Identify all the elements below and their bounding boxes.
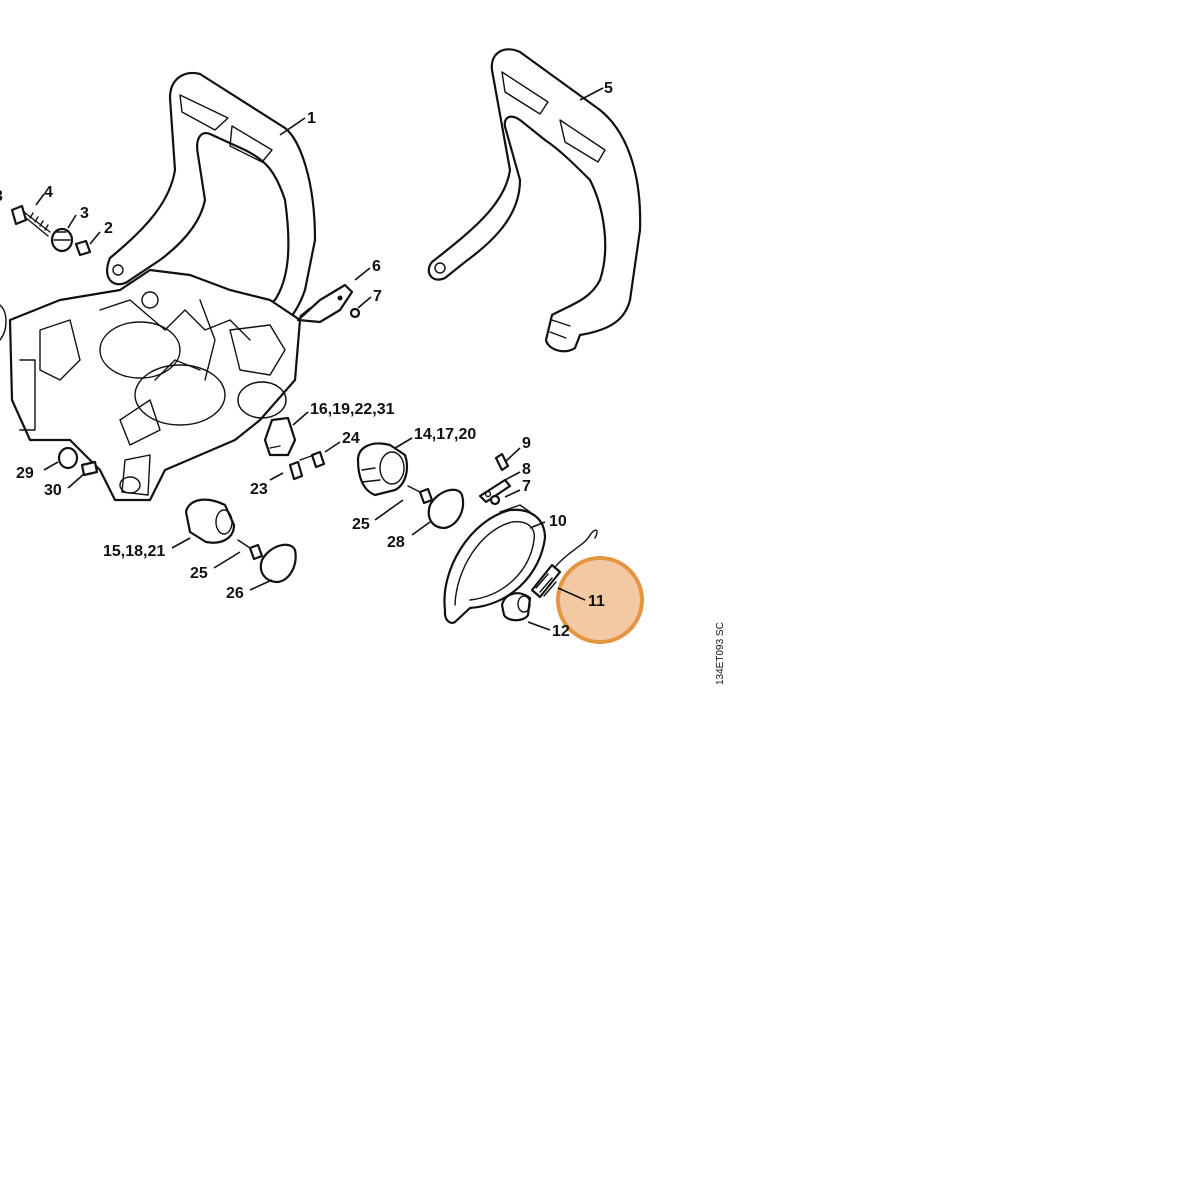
label-7-bottom: 7 bbox=[522, 478, 531, 495]
part-24-screw bbox=[299, 450, 326, 469]
label-9: 9 bbox=[522, 435, 531, 452]
label-1: 1 bbox=[307, 110, 316, 127]
part-26-cap bbox=[259, 543, 297, 584]
label-6: 6 bbox=[372, 258, 381, 275]
part-15-buffer bbox=[184, 498, 236, 544]
part-2-nut bbox=[74, 239, 92, 257]
label-2: 2 bbox=[104, 220, 113, 237]
leader-lines bbox=[35, 87, 604, 631]
label-24: 24 bbox=[342, 430, 360, 447]
hand-guard-rear bbox=[427, 48, 642, 353]
label-26: 26 bbox=[226, 585, 244, 602]
part-8-lever bbox=[478, 478, 512, 504]
label-16-19-22-31: 16,19,22,31 bbox=[310, 401, 395, 418]
part-labels: 1 5 6 7 3 4 3 2 16,19,22,31 24 14,17,20 … bbox=[0, 80, 726, 685]
part-9-spring bbox=[494, 452, 510, 472]
part-25-screw-left bbox=[237, 539, 264, 561]
part-7-washer bbox=[489, 494, 501, 506]
part-29-bushing bbox=[57, 446, 79, 470]
label-25-center: 25 bbox=[352, 516, 370, 533]
label-10: 10 bbox=[549, 513, 567, 530]
part-28-cap bbox=[427, 488, 465, 530]
label-8: 8 bbox=[522, 461, 531, 478]
part-23-screw bbox=[288, 460, 304, 481]
part-10-brake-band bbox=[443, 504, 547, 624]
part-12-sleeve bbox=[500, 592, 532, 622]
label-28: 28 bbox=[387, 534, 405, 551]
part-30-screw bbox=[80, 460, 99, 477]
label-11: 11 bbox=[588, 593, 605, 610]
part-7-clip-top bbox=[349, 307, 361, 319]
label-14-17-20: 14,17,20 bbox=[414, 426, 476, 443]
label-15-18-21: 15,18,21 bbox=[103, 543, 165, 560]
part-4-screw bbox=[10, 204, 51, 237]
part-11-spring bbox=[530, 529, 598, 599]
label-5: 5 bbox=[604, 80, 613, 97]
label-12: 12 bbox=[552, 623, 570, 640]
drawing-code: 134ET093 SC bbox=[715, 622, 726, 685]
label-3-cut: 3 bbox=[0, 188, 3, 205]
crankcase-housing bbox=[0, 268, 302, 502]
label-3: 3 bbox=[80, 205, 89, 222]
label-29: 29 bbox=[16, 465, 34, 482]
part-25-screw-center bbox=[407, 485, 434, 505]
part-6-bracket bbox=[296, 283, 354, 324]
part-14-buffer bbox=[356, 442, 409, 497]
highlight-marker bbox=[556, 556, 644, 644]
label-25-left: 25 bbox=[190, 565, 208, 582]
part-16-mount bbox=[263, 416, 297, 457]
part-3-buffer bbox=[50, 227, 74, 253]
label-4: 4 bbox=[44, 184, 53, 201]
label-30: 30 bbox=[44, 482, 62, 499]
label-7-top: 7 bbox=[373, 288, 382, 305]
label-23: 23 bbox=[250, 481, 268, 498]
